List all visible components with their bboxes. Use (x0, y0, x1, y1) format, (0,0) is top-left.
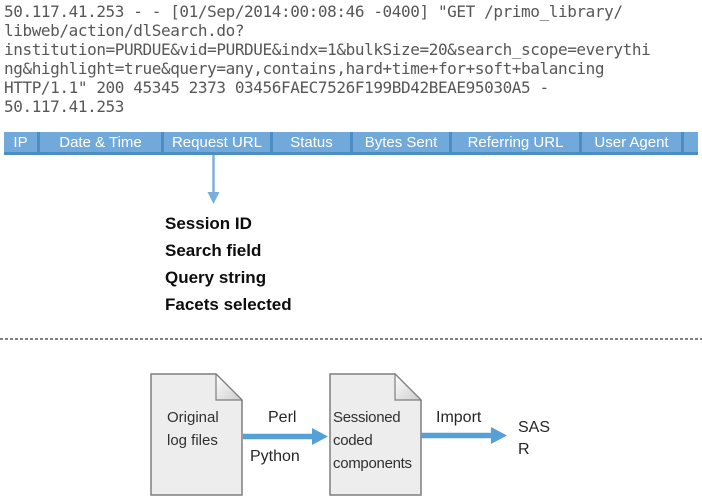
header-cell-user-agent: User Agent (582, 132, 681, 152)
request-url-fields-list: Session ID Search field Query string Fac… (165, 210, 292, 318)
list-item: Facets selected (165, 295, 292, 314)
header-cell-request-url: Request URL (164, 132, 270, 152)
perl-label: Perl (268, 409, 297, 426)
list-item: Query string (165, 268, 267, 287)
down-arrow-icon (205, 155, 222, 210)
python-label: Python (250, 448, 300, 465)
header-cell-ip: IP (4, 132, 37, 152)
apache-log-entry: 50.117.41.253 - - [01/Sep/2014:00:08:46 … (4, 2, 651, 116)
output-sas-label: SAS (518, 419, 551, 436)
original-log-files-label: Original log files (167, 409, 219, 449)
document-page-icon: Sessioned coded components (329, 373, 422, 496)
right-arrow-icon (421, 426, 507, 450)
list-item: Search field (165, 241, 262, 260)
header-cell-status: Status (273, 132, 350, 152)
header-cell-referring-url: Referring URL (452, 132, 579, 152)
section-divider (0, 338, 702, 340)
list-item: Session ID (165, 214, 252, 233)
document-page-icon: Original log files (150, 373, 243, 496)
header-cell-date-time: Date & Time (40, 132, 161, 152)
output-r-label: R (518, 441, 530, 458)
header-cell-bytes-sent: Bytes Sent (353, 132, 449, 152)
right-arrow-icon (243, 427, 328, 451)
pipeline-outputs: SAS R (518, 417, 550, 461)
header-cell-spacer (684, 132, 698, 152)
sessioned-components-label: Sessioned coded components (333, 409, 412, 472)
import-label: Import (436, 409, 482, 426)
log-fields-header: IP Date & Time Request URL Status Bytes … (4, 132, 698, 155)
